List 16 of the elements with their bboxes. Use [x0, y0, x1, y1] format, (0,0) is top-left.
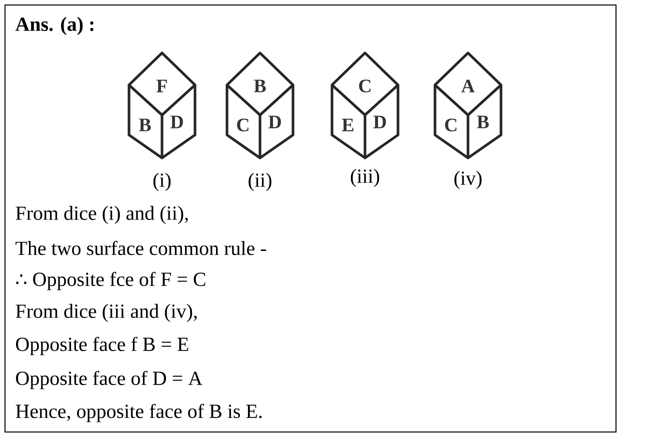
text-line: Opposite face f B = E: [16, 336, 188, 356]
node-label: (i): [153, 172, 171, 192]
die-drawing: F B D: [128, 52, 196, 160]
text-line: Opposite face of D = A: [16, 370, 202, 390]
text-line: From dice (iii and (iv),: [16, 304, 197, 322]
text-line: From dice (i) and (ii),: [16, 206, 188, 224]
node-label: (iii): [350, 168, 380, 188]
node-label: (ii): [248, 172, 272, 192]
heading: Ans. (a) :: [15, 16, 94, 36]
die-drawing: C E D: [330, 52, 400, 160]
text-line: Hence, opposite face of B is E.: [16, 404, 262, 422]
die-drawing: A C B: [434, 52, 502, 160]
node-label: (iv): [454, 170, 482, 190]
text-line: ∴ Opposite fce of F = C: [16, 272, 206, 290]
text-line: The two surface common rule -: [16, 240, 266, 256]
die-drawing: B C D: [226, 52, 294, 160]
